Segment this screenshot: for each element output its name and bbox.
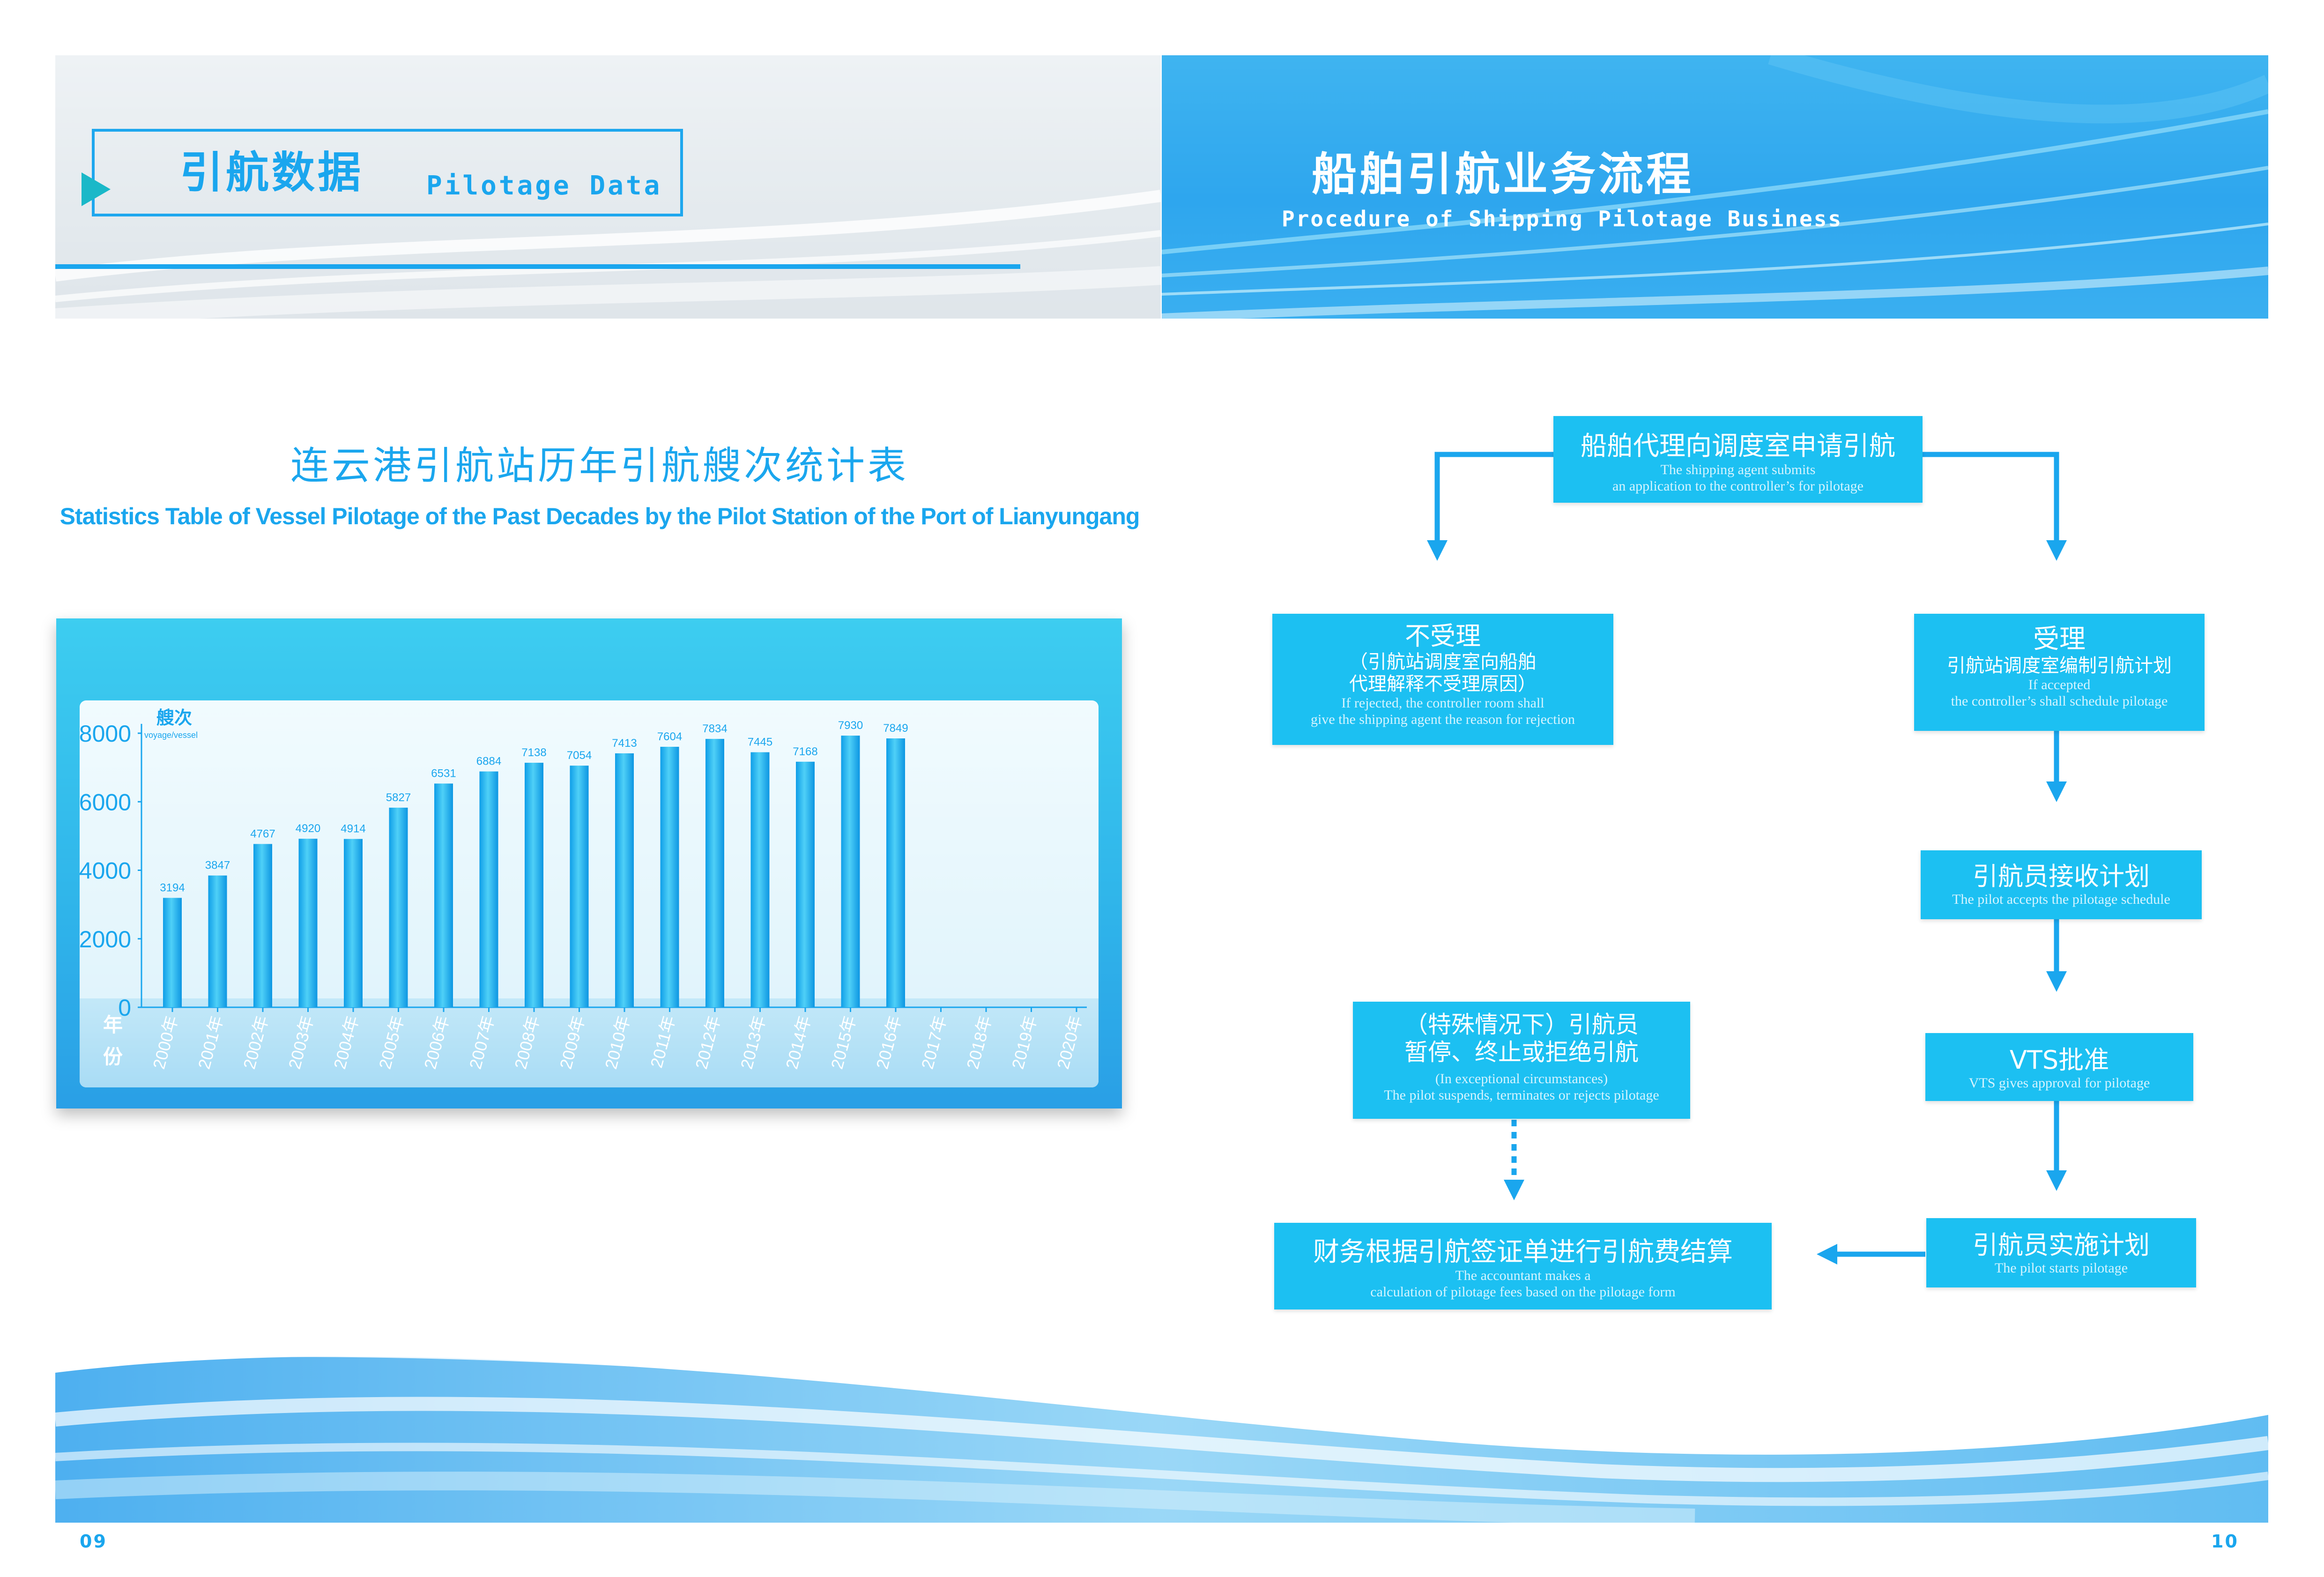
header-right-band (1162, 55, 2268, 319)
flow-reject-en2: give the shipping agent the reason for r… (1311, 711, 1575, 727)
section-title-cn: 引航数据 (180, 148, 364, 198)
flow-box-accept: 受理 引航站调度室编制引航计划 If accepted the controll… (1914, 614, 2205, 731)
flow-finance-cn: 财务根据引航签证单进行引航费结算 (1313, 1237, 1733, 1267)
flow-box-reject: 不受理 （引航站调度室向船舶 代理解释不受理原因） If rejected, t… (1272, 614, 1613, 745)
chart-title-cn: 连云港引航站历年引航艘次统计表 (290, 444, 909, 488)
flow-exception-cn2: 暂停、终止或拒绝引航 (1404, 1039, 1639, 1066)
bar (344, 839, 363, 1007)
flow-reject-en1: If rejected, the controller room shall (1341, 695, 1544, 711)
flow-exception-cn1: （特殊情况下）引航员 (1404, 1011, 1639, 1038)
bar-value-label: 7930 (838, 719, 863, 732)
bar (660, 746, 679, 1007)
bar-value-label: 6531 (431, 767, 456, 780)
bar-value-label: 3194 (160, 881, 185, 894)
bar (208, 875, 227, 1007)
flow-implement-cn: 引航员实施计划 (1973, 1230, 2150, 1260)
flow-box-finance: 财务根据引航签证单进行引航费结算 The accountant makes a … (1274, 1223, 1772, 1309)
y-tick-label: 6000 (79, 789, 131, 815)
bar (570, 766, 589, 1007)
x-axis-label-line1: 年 (103, 1013, 123, 1036)
bar-value-label: 7604 (657, 730, 682, 743)
bar-value-label: 7054 (567, 749, 592, 762)
bar-value-label: 7445 (748, 736, 772, 749)
flow-apply-en1: The shipping agent submits (1660, 462, 1816, 478)
page-number-right: 10 (2211, 1531, 2239, 1552)
flow-implement-en: The pilot starts pilotage (1994, 1260, 2128, 1276)
flow-exception-en1: (In exceptional circumstances) (1435, 1071, 1608, 1086)
bar-chart: 02000400060008000艘次voyage/vessel年份319420… (79, 707, 1087, 1071)
bar (705, 739, 724, 1007)
y-tick-label: 8000 (79, 721, 131, 747)
bar (525, 763, 543, 1007)
bar (796, 761, 815, 1007)
flow-receive-cn: 引航员接收计划 (1973, 862, 2150, 891)
chart-plot-area (80, 700, 1099, 1087)
bar-value-label: 7413 (612, 737, 637, 750)
chart-axis-strip (80, 998, 1099, 1087)
flow-finance-en2: calculation of pilotage fees based on th… (1370, 1284, 1676, 1300)
header-left-swoosh (55, 190, 1161, 319)
bar (434, 783, 453, 1007)
flow-box-receive: 引航员接收计划 The pilot accepts the pilotage s… (1921, 850, 2202, 919)
bar (841, 736, 860, 1007)
flow-reject-cn1: 不受理 (1405, 621, 1481, 651)
play-triangle-icon (82, 172, 111, 206)
flow-reject-cn2: （引航站调度室向船舶 (1349, 651, 1537, 673)
header-left-band (55, 55, 1161, 319)
flow-accept-en2: the controller’s shall schedule pilotage (1951, 693, 2168, 709)
flow-exception-en2: The pilot suspends, terminates or reject… (1384, 1087, 1659, 1103)
arrow-apply-to-reject (1427, 452, 1553, 561)
flow-accept-en1: If accepted (2028, 677, 2091, 693)
bar-value-label: 7138 (521, 746, 546, 759)
flow-vts-en: VTS gives approval for pilotage (1968, 1075, 2150, 1091)
x-axis-label-line2: 份 (103, 1045, 123, 1068)
flow-box-vts: VTS批准 VTS gives approval for pilotage (1925, 1033, 2193, 1101)
bar-value-label: 7834 (702, 722, 727, 735)
header-title-frame (92, 129, 683, 216)
bar-value-label: 5827 (386, 791, 411, 804)
flow-finance-en1: The accountant makes a (1455, 1268, 1591, 1284)
flow-accept-cn2: 引航站调度室编制引航计划 (1947, 655, 2172, 677)
chart-title-en: Statistics Table of Vessel Pilotage of t… (59, 503, 1140, 529)
bar-value-label: 7168 (793, 745, 817, 758)
bar (389, 807, 408, 1007)
bar-value-label: 3847 (205, 859, 230, 872)
flow-apply-en2: an application to the controller’s for p… (1612, 478, 1864, 494)
bar (479, 771, 498, 1007)
flow-receive-en: The pilot accepts the pilotage schedule (1952, 891, 2170, 907)
page-number-left: 09 (80, 1531, 107, 1552)
y-tick-label: 4000 (79, 858, 131, 884)
bar (163, 898, 182, 1007)
bar (886, 738, 905, 1007)
bar (298, 839, 318, 1007)
section-title-en: Pilotage Data (426, 171, 662, 201)
flow-box-implement: 引航员实施计划 The pilot starts pilotage (1926, 1218, 2196, 1287)
bar-value-label: 6884 (476, 755, 501, 768)
bar (253, 844, 272, 1007)
y-axis-label-en: voyage/vessel (144, 730, 198, 740)
flow-apply-cn: 船舶代理向调度室申请引航 (1581, 431, 1895, 461)
y-tick-label: 2000 (79, 926, 131, 952)
arrow-apply-to-accept (1923, 452, 2067, 561)
flow-accept-cn1: 受理 (2033, 624, 2086, 655)
flow-box-apply: 船舶代理向调度室申请引航 The shipping agent submits … (1553, 416, 1923, 503)
bar-value-label: 4914 (341, 823, 365, 835)
footer-wave (55, 1346, 2268, 1523)
bar (750, 752, 770, 1007)
bar-value-label: 4920 (296, 822, 320, 835)
bar (615, 753, 634, 1007)
bar-value-label: 7849 (883, 722, 908, 735)
y-axis-label: 艘次 (156, 707, 192, 728)
y-tick-label: 0 (118, 995, 131, 1021)
procedure-title-en: Procedure of Shipping Pilotage Business (1282, 206, 1843, 231)
flow-reject-cn3: 代理解释不受理原因） (1349, 673, 1537, 695)
header-right-waves (1162, 55, 2268, 319)
flow-vts-cn: VTS批准 (2009, 1045, 2109, 1075)
procedure-title-cn: 船舶引航业务流程 (1312, 148, 1694, 201)
flow-box-exception: （特殊情况下）引航员 暂停、终止或拒绝引航 (In exceptional ci… (1353, 1002, 1690, 1119)
bar-value-label: 4767 (250, 827, 275, 840)
